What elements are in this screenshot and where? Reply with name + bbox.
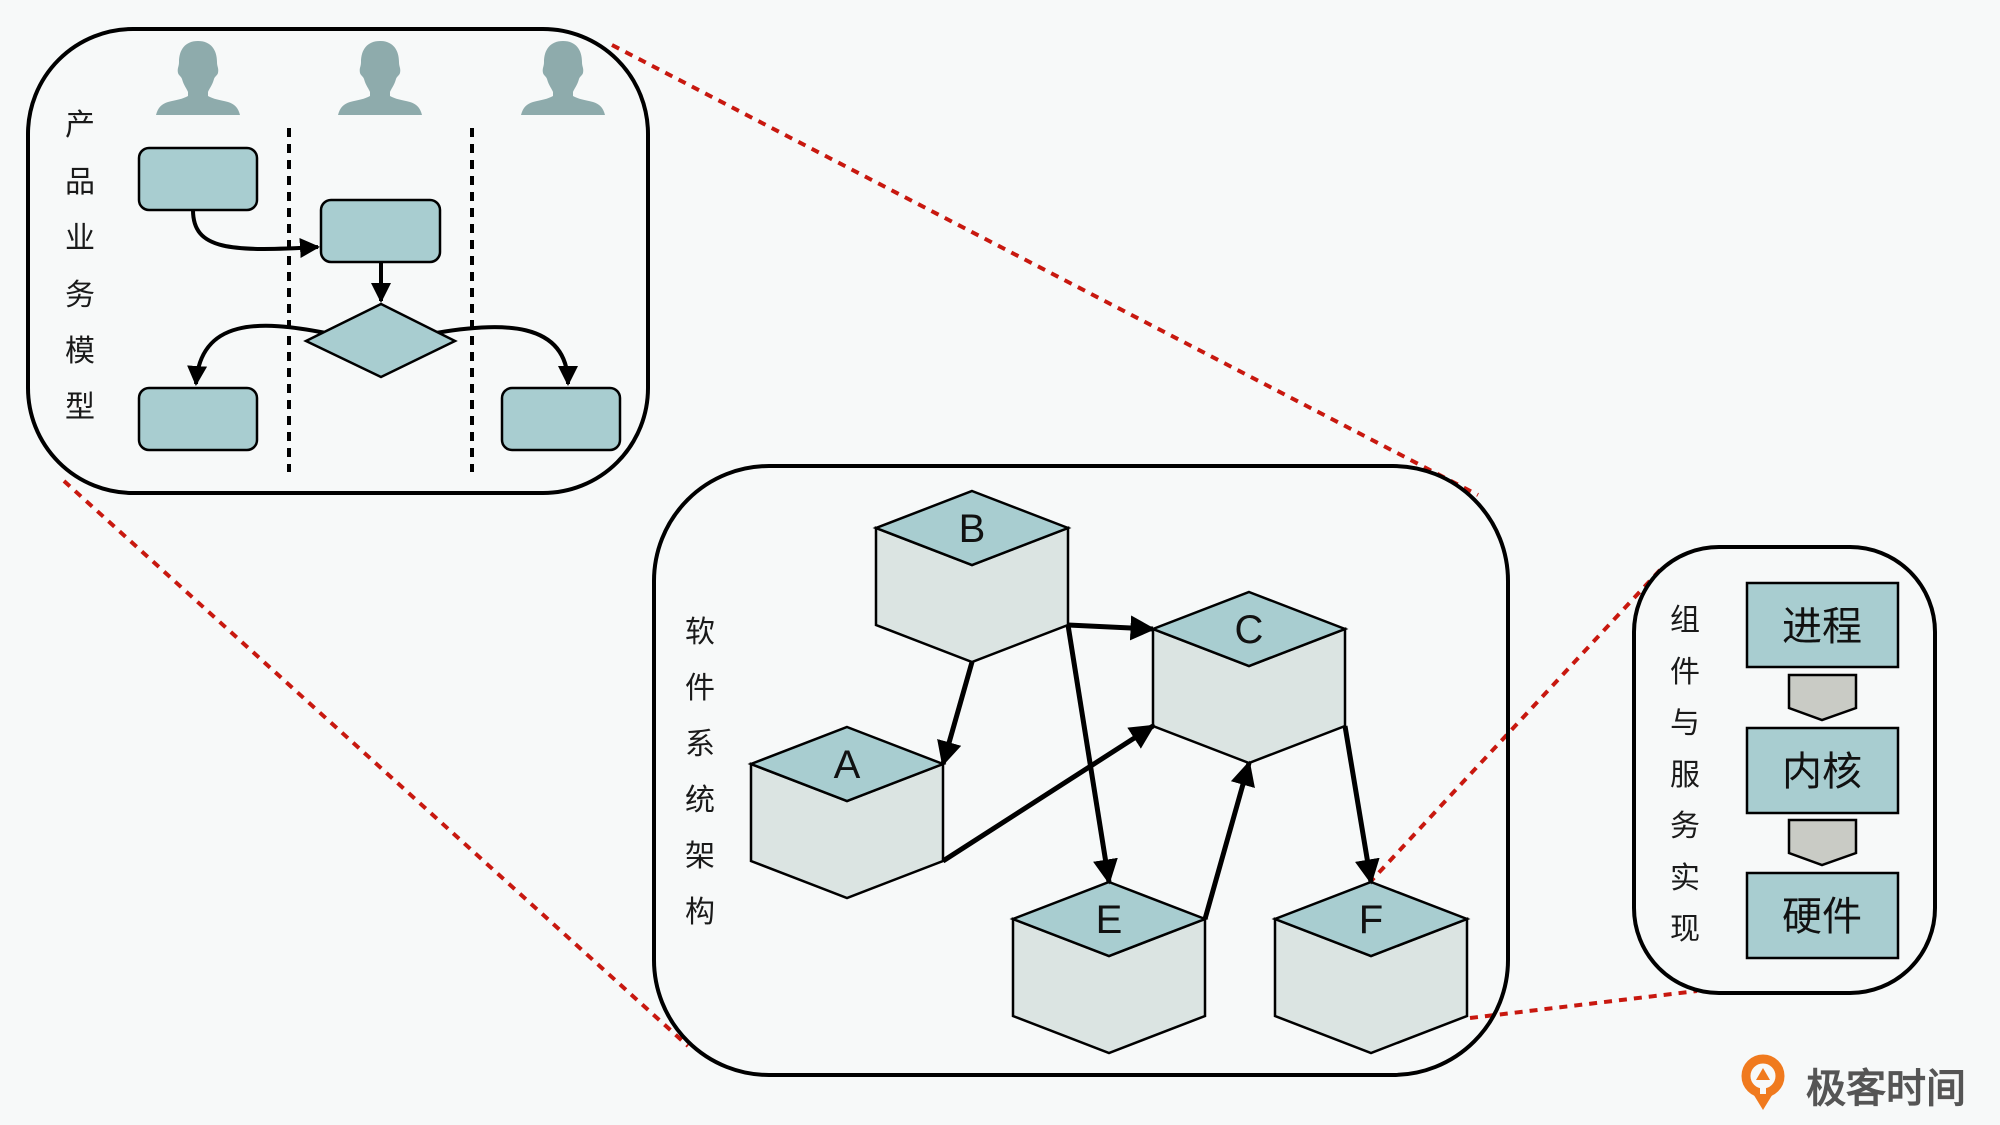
geektime-logo-icon <box>1741 1054 1785 1110</box>
cube-label: A <box>834 743 861 787</box>
edge-b-to-c <box>1067 615 1156 641</box>
edge-e-to-c <box>1202 760 1255 920</box>
title-char: 型 <box>65 390 95 425</box>
zoom-line-top <box>611 43 1479 497</box>
cube-top-face <box>1149 590 1349 668</box>
business-panel-title: 产 品 业 务 模 型 <box>65 108 95 425</box>
process-node <box>500 386 622 452</box>
title-char: 现 <box>1670 912 1700 947</box>
edge-c-to-f <box>1342 725 1380 885</box>
cube-top-face <box>1271 880 1471 958</box>
title-char: 软 <box>685 615 715 650</box>
cube-e: E <box>1009 880 1209 1055</box>
zoom-line-right-top <box>1370 568 1662 882</box>
process-node <box>137 146 259 212</box>
title-char: 架 <box>685 839 715 874</box>
process-node <box>319 198 442 264</box>
edge-b-to-e <box>1065 624 1118 885</box>
architecture-panel: 软 件 系 统 架 构 B C A E F <box>652 464 1510 1077</box>
cube-a: A <box>747 725 947 900</box>
cube-c: C <box>1149 590 1349 765</box>
title-char: 业 <box>65 221 95 256</box>
implementation-panel-title: 组 件 与 服 务 实 现 <box>1670 603 1700 947</box>
cube-top-face <box>747 725 947 803</box>
title-char: 务 <box>65 278 95 313</box>
architecture-panel-frame <box>652 464 1510 1077</box>
edge-b-to-a <box>937 661 975 767</box>
flow-arrow <box>435 325 578 386</box>
cube-label: C <box>1235 608 1264 652</box>
process-node <box>137 386 259 452</box>
person-icon <box>156 41 240 115</box>
title-char: 产 <box>65 108 95 143</box>
implementation-panel: 组 件 与 服 务 实 现 进程 内核 硬件 <box>1632 545 1937 995</box>
layer-label-kernel: 内核 <box>1782 749 1862 795</box>
person-icon <box>521 41 605 115</box>
title-char: 构 <box>685 895 715 930</box>
architecture-panel-title: 软 件 系 统 架 构 <box>685 615 715 930</box>
brand-name: 极客时间 <box>1806 1066 1966 1112</box>
implementation-panel-frame <box>1632 545 1937 995</box>
layer-chevron-icon <box>1787 818 1858 867</box>
title-char: 件 <box>1670 655 1700 690</box>
title-char: 系 <box>685 727 715 762</box>
layer-label-hardware: 硬件 <box>1782 894 1862 940</box>
title-char: 实 <box>1670 861 1700 896</box>
title-char: 与 <box>1670 706 1700 741</box>
layer-box-kernel <box>1745 726 1900 815</box>
zoom-line-left <box>62 479 690 1048</box>
business-panel-frame <box>26 27 650 495</box>
component-cubes: B C A E F <box>747 489 1471 1055</box>
decision-node <box>303 302 458 379</box>
title-char: 服 <box>1670 758 1700 793</box>
title-char: 务 <box>1670 809 1700 844</box>
layer-box-process <box>1745 581 1900 669</box>
brand-logo: 极客时间 <box>1741 1054 1966 1112</box>
title-char: 组 <box>1670 603 1700 638</box>
cube-f: F <box>1271 880 1471 1055</box>
title-char: 统 <box>685 783 715 818</box>
cube-label: E <box>1096 898 1123 942</box>
layer-box-hardware <box>1745 871 1900 960</box>
cube-b: B <box>872 489 1072 664</box>
edge-a-to-c <box>941 723 1156 864</box>
cube-label: F <box>1359 898 1383 942</box>
flow-arrow <box>191 209 320 259</box>
cube-label: B <box>959 507 986 551</box>
layer-chevron-icon <box>1787 673 1858 722</box>
title-char: 品 <box>65 165 95 200</box>
person-icon <box>338 41 422 115</box>
business-model-panel: 产 品 业 务 模 型 <box>26 27 650 495</box>
cube-top-face <box>1009 880 1209 958</box>
flow-arrow <box>187 323 327 386</box>
zoom-connectors <box>62 43 1698 1048</box>
title-char: 件 <box>685 671 715 706</box>
cube-top-face <box>872 489 1072 567</box>
layer-label-process: 进程 <box>1782 604 1862 650</box>
title-char: 模 <box>65 334 95 369</box>
dependency-edges <box>937 615 1380 920</box>
